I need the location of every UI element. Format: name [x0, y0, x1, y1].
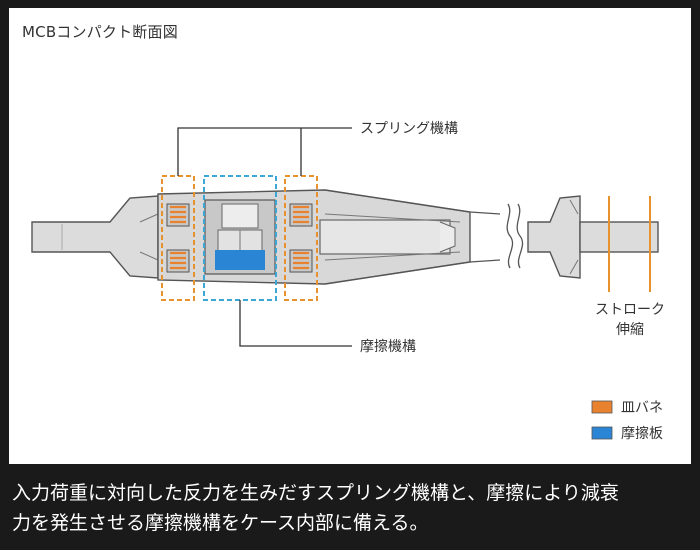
diagram-title: MCBコンパクト断面図 — [22, 23, 178, 41]
cross-section-diagram: スプリング機構 摩擦機構 ストローク 伸縮 皿バネ 摩擦板 — [31, 121, 665, 442]
legend: 皿バネ 摩擦板 — [591, 400, 663, 442]
caption-line-2: 力を発生させる摩擦機構をケース内部に備える。 — [12, 512, 429, 534]
legend-swatch-disc-spring — [591, 400, 613, 414]
stroke-expansion-label: 伸縮 — [616, 322, 644, 338]
disc-springs-left — [166, 203, 190, 273]
legend-label-friction-plate: 摩擦板 — [621, 425, 663, 442]
caption: 入力荷重に対向した反力を生みだすスプリング機構と、摩擦により減衰 力を発生させる… — [12, 478, 692, 538]
disc-springs-right — [289, 203, 313, 273]
legend-label-disc-spring: 皿バネ — [621, 400, 663, 416]
legend-swatch-friction-plate — [591, 426, 613, 440]
friction-mechanism-label: 摩擦機構 — [360, 338, 416, 355]
friction-plate — [215, 250, 265, 270]
friction-leader — [239, 300, 352, 347]
stroke-label: ストローク — [595, 302, 665, 318]
caption-line-1: 入力荷重に対向した反力を生みだすスプリング機構と、摩擦により減衰 — [12, 482, 619, 504]
left-rod-end — [31, 195, 159, 279]
spring-leader — [177, 127, 352, 176]
spring-mechanism-label: スプリング機構 — [360, 121, 458, 137]
right-rod-end — [527, 195, 659, 279]
break-mark — [506, 203, 524, 269]
